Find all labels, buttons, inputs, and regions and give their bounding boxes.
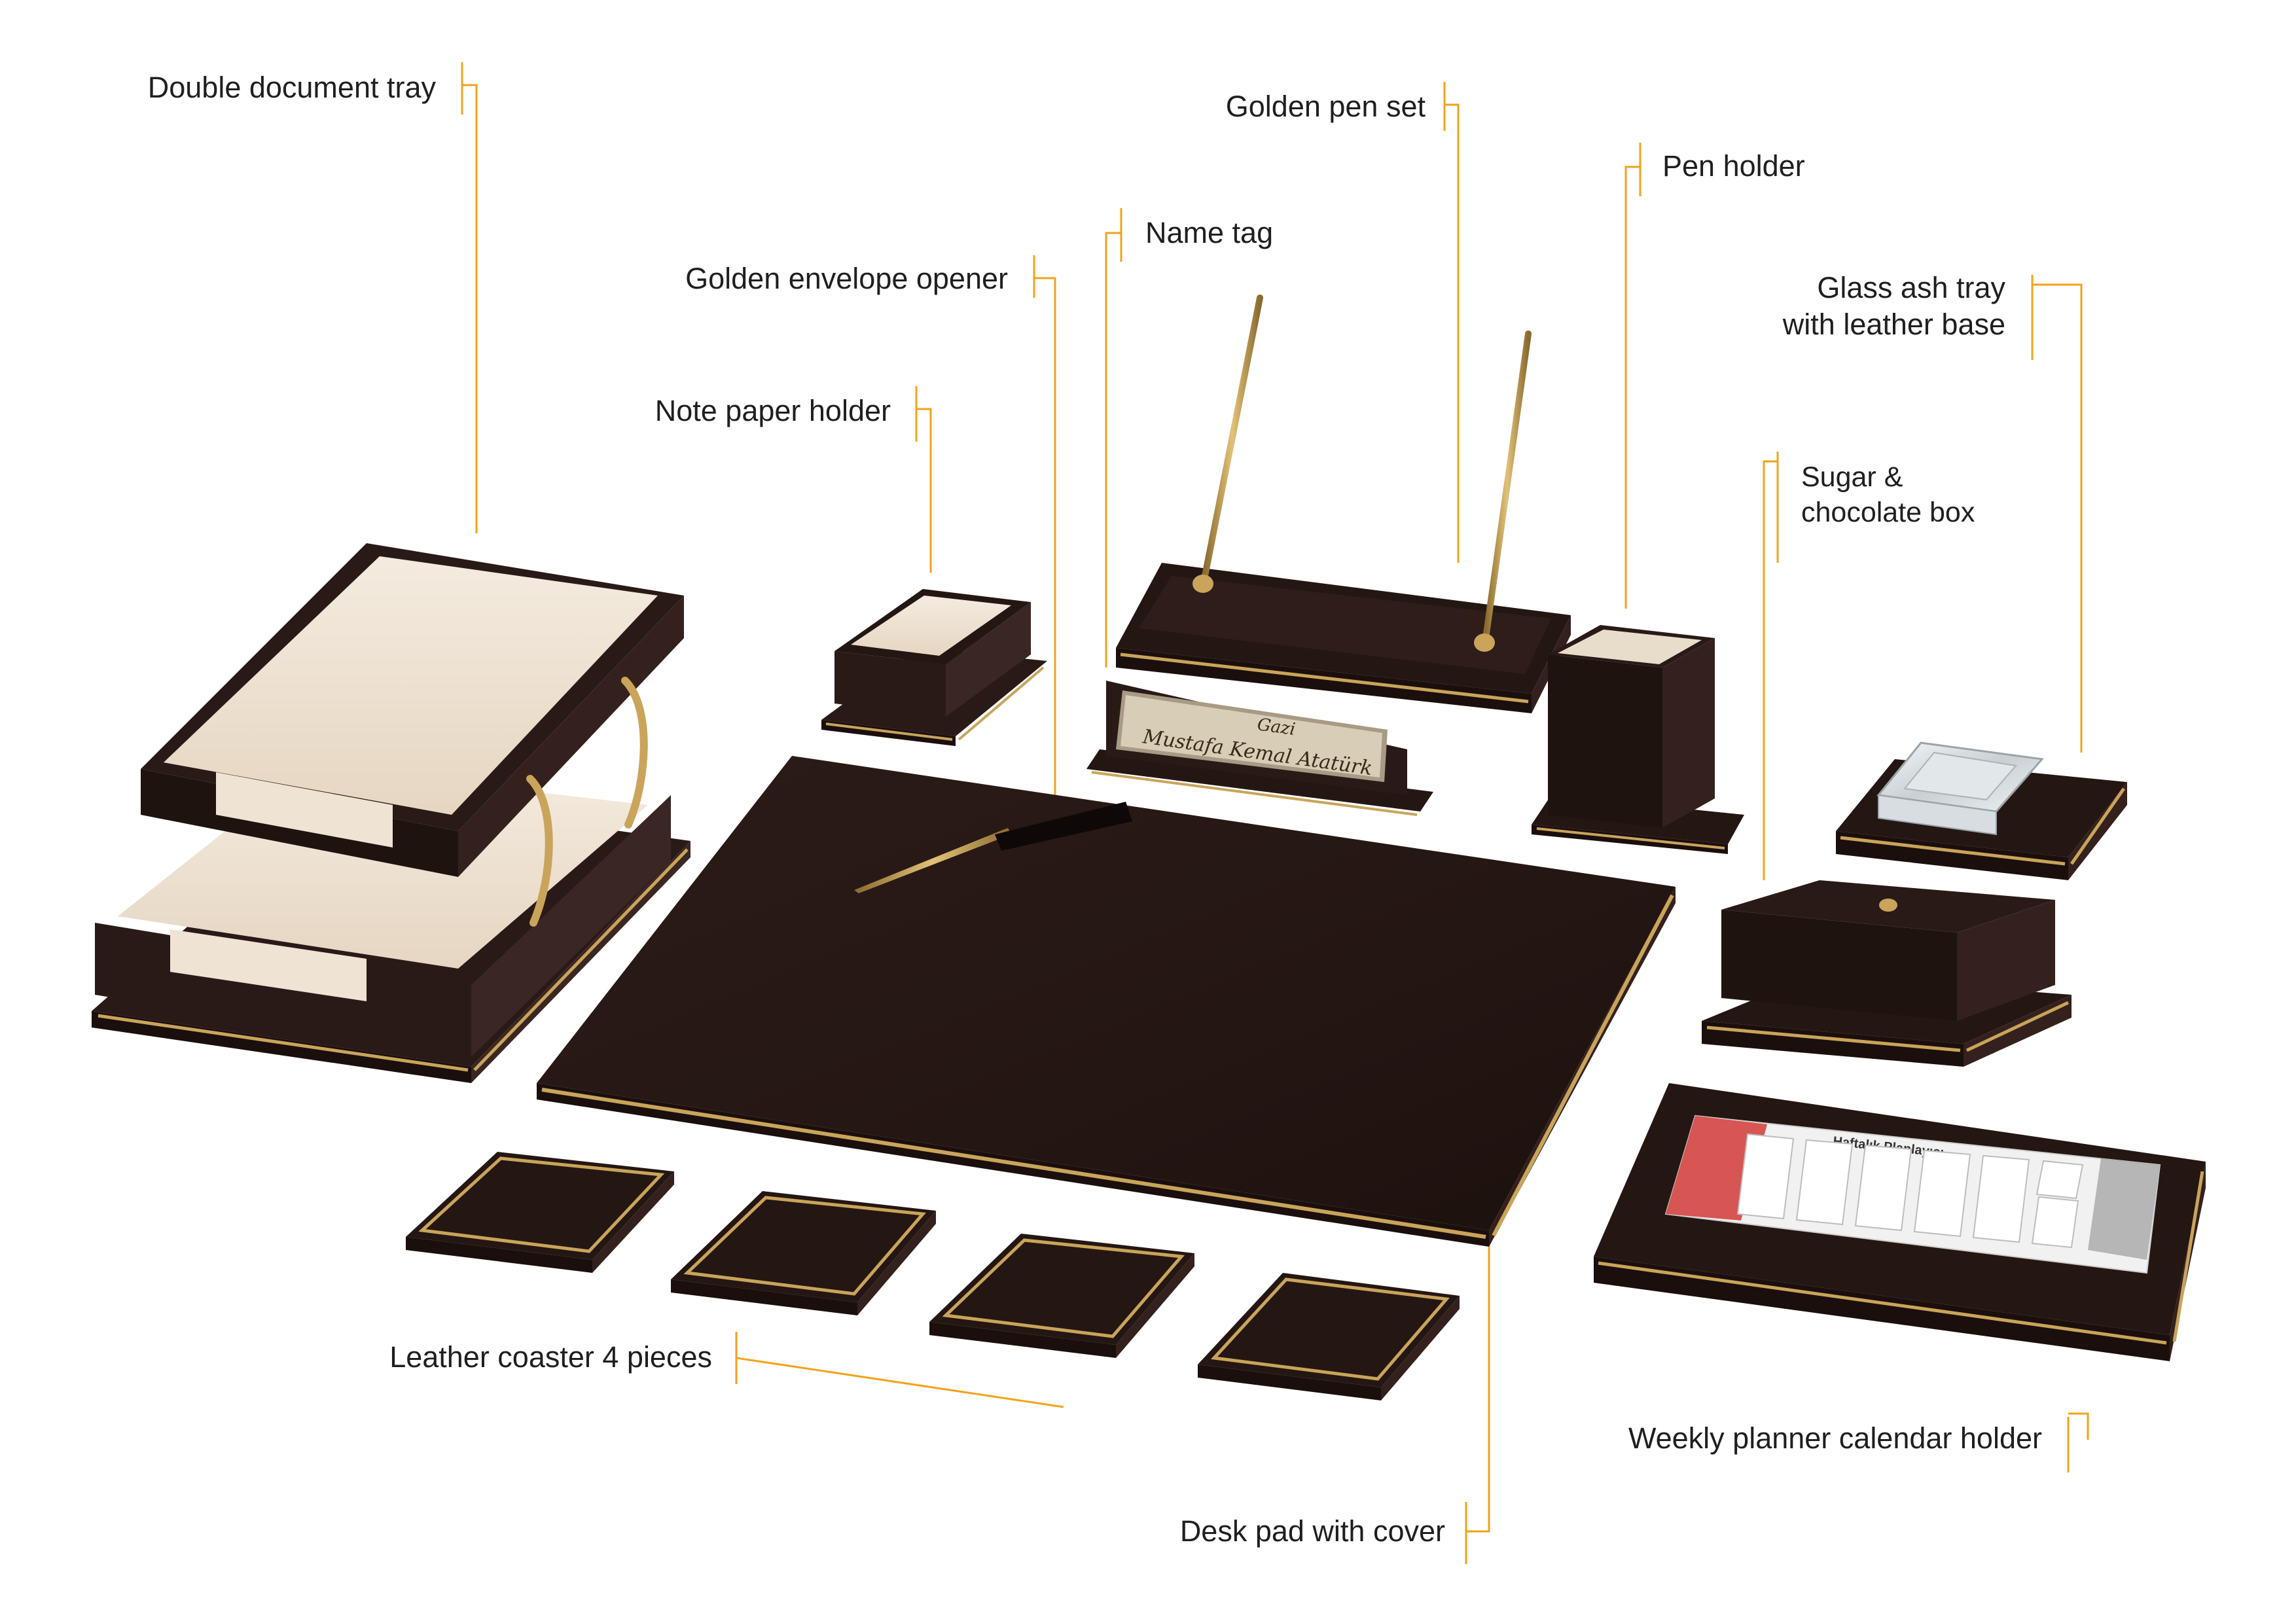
leader-planner: [2067, 1412, 2089, 1472]
label-golden-pen-set: Golden pen set: [1225, 90, 1426, 123]
leader-lines: [461, 62, 2089, 1564]
glass-ash-tray: [1836, 741, 2127, 880]
leader-pen-holder: [1624, 143, 1641, 609]
name-tag: Gazi Mustafa Kemal Atatürk: [1086, 681, 1433, 816]
label-double-document-tray: Double document tray: [147, 71, 436, 104]
leather-coasters: [406, 1152, 1460, 1400]
leader-name-tag: [1105, 208, 1122, 668]
label-leather-coaster: Leather coaster 4 pieces: [389, 1340, 712, 1374]
label-weekly-planner: Weekly planner calendar holder: [1628, 1421, 2042, 1455]
leader-envelope-opener: [1033, 255, 1056, 805]
leader-desk-pad: [1465, 1243, 1490, 1564]
weekly-planner-holder: Haftalık Planlayıcı: [1594, 1083, 2206, 1361]
coaster-4: [1198, 1273, 1460, 1400]
coaster-1: [406, 1152, 674, 1273]
label-name-tag: Name tag: [1145, 216, 1274, 249]
double-document-tray: [92, 543, 691, 1083]
leader-sugar-box: [1763, 452, 1779, 880]
leader-double-tray: [461, 62, 478, 533]
golden-pen-set: [1116, 294, 1571, 713]
label-note-paper-holder: Note paper holder: [655, 394, 891, 427]
leader-ash-tray: [2031, 275, 2083, 753]
coaster-2: [671, 1191, 936, 1315]
label-pen-holder: Pen holder: [1662, 149, 1805, 183]
coaster-3: [929, 1234, 1194, 1358]
leader-pen-set: [1443, 82, 1460, 563]
label-sugar-chocolate-box: Sugar & chocolate box: [1801, 461, 1975, 528]
pen-holder: [1532, 625, 1744, 854]
note-paper-holder: [821, 589, 1047, 746]
leader-note-holder: [915, 386, 932, 573]
label-golden-envelope-opener: Golden envelope opener: [685, 262, 1008, 295]
label-glass-ash-tray: Glass ash tray with leather base: [1782, 271, 2005, 341]
sugar-chocolate-box: [1702, 880, 2072, 1067]
label-desk-pad: Desk pad with cover: [1179, 1514, 1445, 1548]
desk-pad: [537, 756, 1676, 1247]
leader-coasters: [735, 1332, 1064, 1408]
